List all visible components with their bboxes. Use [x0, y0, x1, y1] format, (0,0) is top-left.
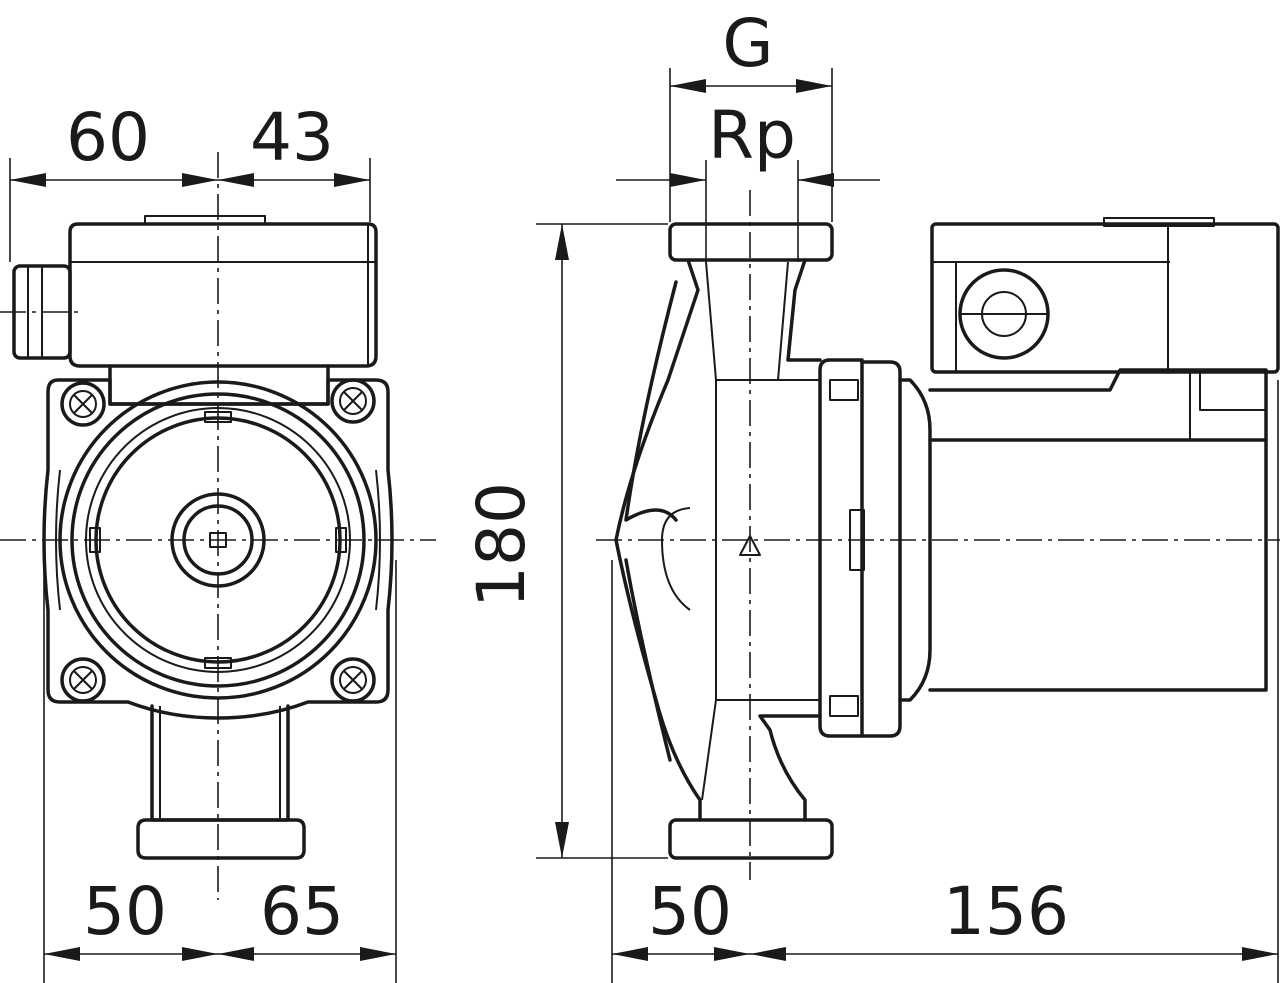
dim-front-top-right: 43 — [250, 99, 334, 176]
outlet-flange-front — [136, 818, 306, 860]
outlet-flange-side — [668, 818, 834, 860]
dim-side-height: 180 — [463, 482, 540, 608]
motor-body-side — [928, 438, 1268, 692]
volute-body-side — [614, 258, 822, 822]
dim-side-bottom-left: 50 — [648, 873, 732, 950]
dim-side-thread-inner: Rp — [708, 97, 796, 174]
flow-direction-arrow-icon — [739, 535, 761, 556]
dim-side-bottom-right: 156 — [943, 873, 1069, 950]
motor-flange-side — [818, 358, 864, 738]
terminal-box-side — [930, 222, 1280, 374]
terminal-box-front — [68, 222, 378, 368]
dim-side-thread-outer: G — [722, 5, 773, 82]
front-view: 60 43 50 65 — [0, 99, 436, 983]
dim-front-bottom-right: 65 — [260, 873, 344, 950]
outlet-pipe-front — [150, 704, 290, 822]
bolt-bottom-left — [60, 657, 106, 703]
dim-front-bottom-left: 50 — [83, 873, 167, 950]
side-view: G Rp 180 50 156 — [463, 5, 1280, 983]
inlet-flange-side — [668, 222, 834, 262]
bolt-bottom-right — [330, 657, 376, 703]
dim-front-top-left: 60 — [66, 99, 150, 176]
pump-housing-front — [42, 378, 394, 720]
bolt-top-left — [60, 381, 106, 427]
bolt-top-right — [330, 378, 376, 424]
